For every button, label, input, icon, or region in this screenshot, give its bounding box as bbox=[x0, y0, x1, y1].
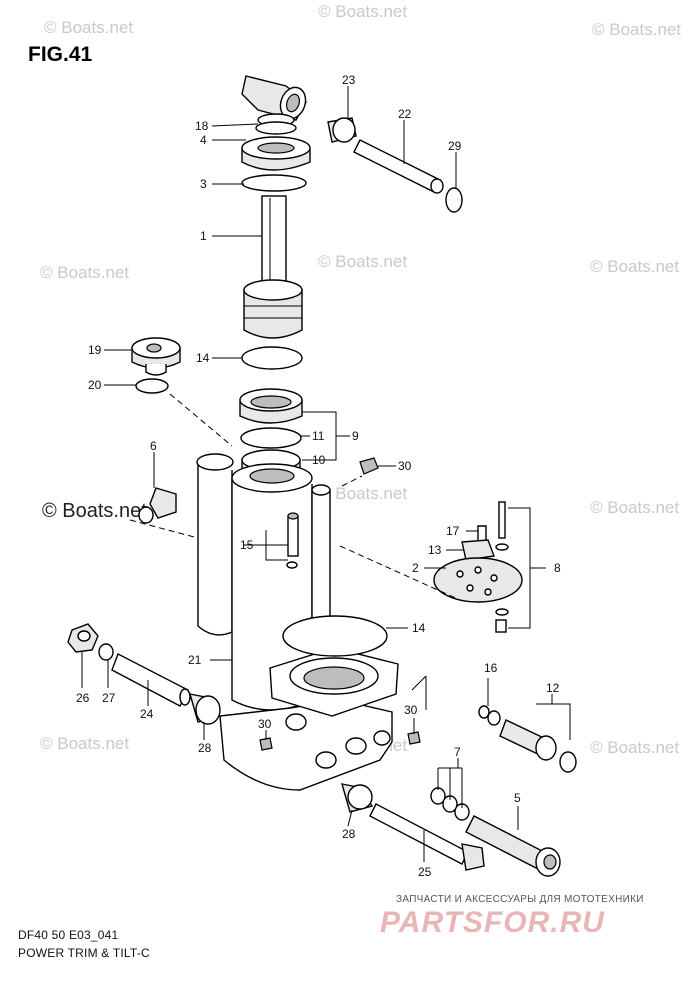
callout-8: 8 bbox=[554, 561, 561, 575]
callout-14b: 14 bbox=[412, 621, 426, 635]
callout-14a: 14 bbox=[196, 351, 210, 365]
watermark: © Boats.net bbox=[590, 257, 680, 276]
callout-30c: 30 bbox=[258, 717, 272, 731]
cylinder-cap-4 bbox=[241, 136, 311, 171]
watermark: © Boats.net bbox=[592, 20, 682, 39]
o-ring-14-top bbox=[241, 346, 303, 370]
bolt-25 bbox=[369, 803, 485, 871]
callout-12: 12 bbox=[546, 681, 560, 695]
callout-19: 19 bbox=[88, 343, 102, 357]
watermark-strong: © Boats.net bbox=[42, 500, 147, 522]
callout-28a: 28 bbox=[198, 741, 212, 755]
watermark: © Boats.net bbox=[318, 2, 408, 21]
callout-9: 9 bbox=[352, 429, 359, 443]
callout-30b: 30 bbox=[404, 703, 418, 717]
valve-plate-2 bbox=[433, 557, 523, 603]
callout-7: 7 bbox=[454, 745, 461, 759]
o-ring-14-bottom bbox=[282, 615, 388, 657]
callout-10: 10 bbox=[312, 453, 326, 467]
piston bbox=[243, 279, 303, 339]
callout-labels: 18 4 3 1 14 19 20 23 22 29 11 9 10 30 6 … bbox=[76, 73, 561, 879]
callout-16: 16 bbox=[484, 661, 498, 675]
pin-24 bbox=[111, 653, 191, 707]
callout-1: 1 bbox=[200, 229, 207, 243]
plug-30-left bbox=[259, 737, 273, 751]
callout-21: 21 bbox=[188, 653, 202, 667]
watermark: © Boats.net bbox=[318, 484, 408, 503]
watermark: © Boats.net bbox=[590, 498, 680, 517]
valve-5 bbox=[465, 815, 561, 877]
callout-5: 5 bbox=[514, 791, 521, 805]
callout-11: 11 bbox=[312, 429, 325, 443]
watermark: © Boats.net bbox=[40, 263, 130, 282]
o-ring-20 bbox=[135, 378, 169, 394]
callout-17: 17 bbox=[446, 524, 460, 538]
bushing-28-left bbox=[189, 693, 221, 725]
callout-18: 18 bbox=[195, 119, 209, 133]
bushing-23 bbox=[327, 117, 357, 143]
callout-26: 26 bbox=[76, 691, 90, 705]
watermark: © Boats.net bbox=[40, 734, 130, 753]
callout-22: 22 bbox=[398, 107, 412, 121]
callout-3: 3 bbox=[200, 177, 207, 191]
callout-28b: 28 bbox=[342, 827, 356, 841]
o-ring-3 bbox=[241, 174, 307, 192]
watermark: © Boats.net bbox=[44, 18, 134, 37]
o-rings-16 bbox=[478, 705, 501, 726]
rod-end-eye bbox=[241, 75, 307, 121]
plug-30-right bbox=[407, 731, 421, 745]
callout-4: 4 bbox=[200, 133, 207, 147]
callout-25: 25 bbox=[418, 865, 432, 879]
screw-set-8 bbox=[495, 501, 509, 633]
callout-2: 2 bbox=[412, 561, 419, 575]
rod-seal-18 bbox=[255, 113, 297, 135]
watermark: © Boats.net bbox=[590, 738, 680, 757]
callout-30a: 30 bbox=[398, 459, 412, 473]
callout-6: 6 bbox=[150, 439, 157, 453]
brand-subtitle: ЗАПЧАСТИ И АКСЕССУАРЫ ДЛЯ МОТОТЕХНИКИ bbox=[396, 894, 644, 905]
figure-title: FIG.41 bbox=[28, 43, 93, 66]
cylinder-body-21 bbox=[196, 453, 393, 791]
plug-6 bbox=[138, 487, 177, 524]
circlip-29 bbox=[445, 187, 463, 213]
bracket-13 bbox=[461, 539, 495, 561]
brand-logo: PARTSFOR.RU bbox=[380, 906, 605, 939]
nut-26 bbox=[67, 623, 99, 653]
bushing-28-bottom bbox=[341, 783, 374, 813]
valve-12 bbox=[499, 719, 577, 773]
plug-cap-19 bbox=[131, 337, 181, 376]
callout-20: 20 bbox=[88, 378, 102, 392]
watermark: © Boats.net bbox=[318, 252, 408, 271]
pin-15 bbox=[286, 512, 299, 569]
callout-15: 15 bbox=[240, 538, 254, 552]
callout-23: 23 bbox=[342, 73, 356, 87]
washer-27 bbox=[98, 643, 114, 661]
pump-housing bbox=[269, 647, 399, 717]
plug-30-top bbox=[359, 457, 379, 475]
figure-code: DF40 50 E03_041 bbox=[18, 928, 119, 942]
leader-lines bbox=[81, 86, 571, 862]
callout-13: 13 bbox=[428, 543, 442, 557]
callout-29: 29 bbox=[448, 139, 462, 153]
callout-24: 24 bbox=[140, 707, 154, 721]
shaft-22 bbox=[353, 139, 444, 194]
figure-name: POWER TRIM & TILT-C bbox=[18, 946, 150, 960]
piston-rod-1 bbox=[261, 195, 287, 289]
callout-27: 27 bbox=[102, 691, 116, 705]
